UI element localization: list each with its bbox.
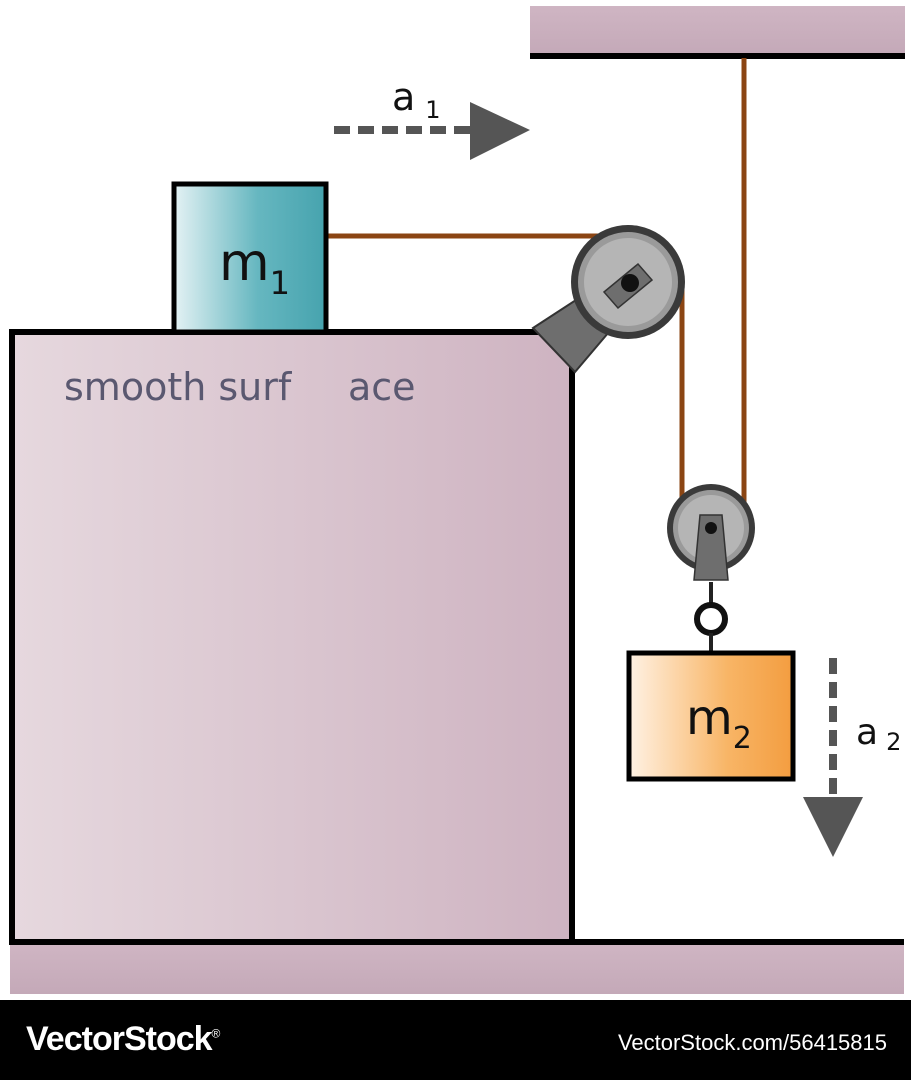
credit-text: VectorStock.com/56415815 xyxy=(617,1030,887,1055)
floor xyxy=(10,944,904,994)
fixed-pulley xyxy=(571,225,685,339)
mass1-block xyxy=(171,181,329,335)
accel2-arrow xyxy=(803,658,863,857)
mass2-label: m2 xyxy=(686,690,752,756)
mass2-block xyxy=(626,650,796,782)
accel1-arrow xyxy=(334,102,530,160)
table-block xyxy=(9,329,575,945)
brand-logo: VectorStock® xyxy=(26,1020,220,1058)
mass1-label: m1 xyxy=(219,233,290,302)
hook-ring xyxy=(694,602,728,636)
ceiling xyxy=(530,6,905,54)
movable-pulley xyxy=(667,484,755,581)
watermark-footer: VectorStock® VectorStock.com/56415815 xyxy=(0,1000,911,1080)
